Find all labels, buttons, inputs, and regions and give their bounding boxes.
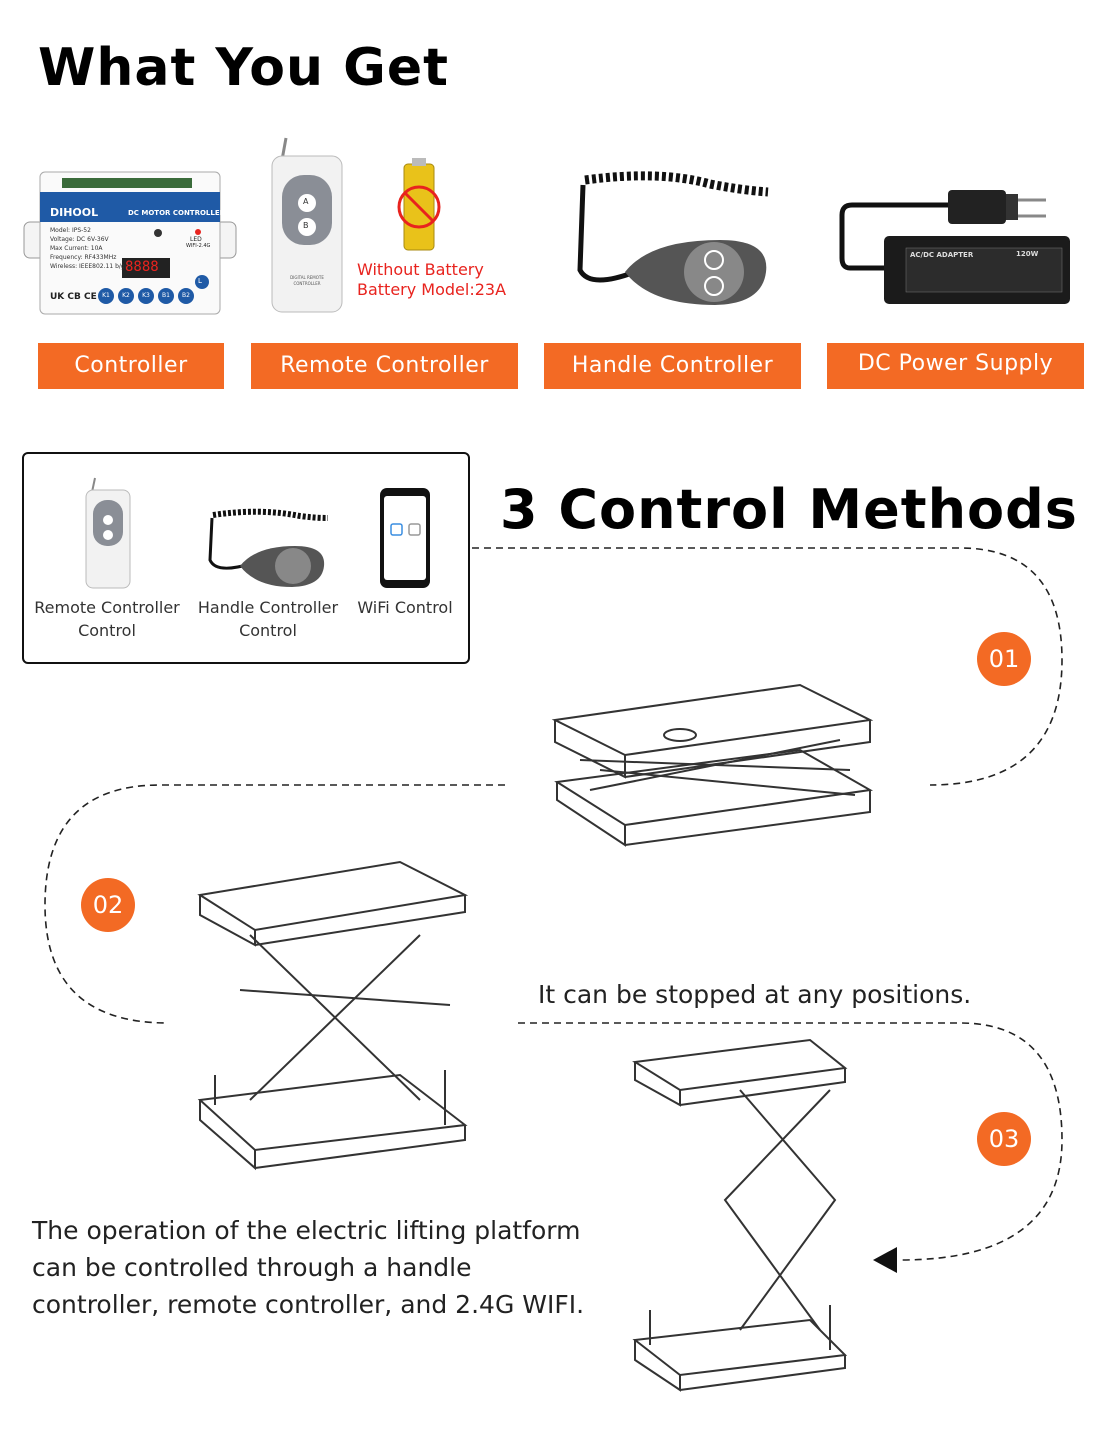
label-remote-controller: Remote Controller (251, 343, 518, 389)
cert-marks: UK CB CE (50, 292, 97, 302)
method-line: WiFi Control (357, 598, 453, 617)
method-handle-caption: Handle Controller Control (192, 596, 344, 642)
label-controller: Controller (38, 343, 224, 389)
platform-mid-image (197, 860, 469, 1171)
step-badge-03: 03 (977, 1112, 1031, 1166)
spec-line: Voltage: DC 6V-36V (50, 236, 109, 243)
flow-path (44, 547, 1063, 1261)
method-remote-caption: Remote Controller Control (28, 596, 186, 642)
method-wifi-caption: WiFi Control (350, 596, 460, 619)
method-line: Control (78, 621, 136, 640)
mini-handle-icon (208, 508, 329, 587)
key-l: L (198, 277, 202, 285)
key-k2: K2 (118, 288, 134, 304)
battery-model: Battery Model:23A (357, 280, 507, 299)
label-handle-controller: Handle Controller (544, 343, 801, 389)
key-k1: K1 (98, 288, 114, 304)
method-line: Handle Controller (197, 598, 339, 617)
control-methods-box (22, 452, 470, 664)
description-line: The operation of the electric lifting pl… (32, 1216, 581, 1245)
spec-line: Max Current: 10A (50, 245, 103, 252)
spec-line: Frequency: RF433MHz (50, 254, 117, 261)
power-supply-image (839, 190, 1070, 304)
stop-note: It can be stopped at any positions. (538, 980, 972, 1009)
description-paragraph: The operation of the electric lifting pl… (32, 1212, 592, 1323)
spec-line: Wireless: IEEE802.11 b/g/n (50, 263, 131, 270)
remote-button-b: B (303, 221, 309, 230)
controller-keys: K1 K2 K3 B1 B2 (98, 288, 194, 304)
controller-image (23, 171, 237, 315)
mini-remote-icon (85, 477, 131, 589)
adapter-watt: 120W (1016, 250, 1039, 258)
controller-brand: DIHOOL (50, 206, 99, 219)
method-line: Remote Controller (34, 598, 180, 617)
description-line: can be controlled through a handle (32, 1253, 472, 1282)
controller-specs: Model: IPS-52 Voltage: DC 6V-36V Max Cur… (50, 226, 131, 271)
spec-line: Model: IPS-52 (50, 227, 91, 234)
step-badge-01: 01 (977, 632, 1031, 686)
remote-brand-text: DIGITAL REMOTE CONTROLLER (290, 275, 324, 286)
remote-button-a: A (303, 197, 309, 206)
platform-collapsed-image (551, 683, 874, 847)
wifi-label: WIFI-2.4G (186, 243, 211, 249)
controller-panel-title: DC MOTOR CONTROLLER (128, 209, 226, 217)
method-line: Control (239, 621, 297, 640)
description-line: controller, remote controller, and 2.4G … (32, 1290, 585, 1319)
battery-note: Without Battery (357, 260, 484, 279)
section-heading: 3 Control Methods (500, 478, 1078, 541)
phone-icon (380, 488, 430, 588)
remote-image (271, 137, 343, 313)
handle-controller-image (577, 171, 769, 305)
platform-raised-image (632, 1038, 848, 1392)
key-b2: B2 (178, 288, 194, 304)
led-label: LED (190, 236, 202, 243)
adapter-title: AC/DC ADAPTER (910, 251, 974, 259)
step-badge-02: 02 (81, 878, 135, 932)
controller-display: 8888 (125, 259, 159, 275)
key-k3: K3 (138, 288, 154, 304)
label-dc-power-supply: DC Power Supply (827, 343, 1084, 389)
arrow-head-icon (873, 1247, 897, 1273)
key-b1: B1 (158, 288, 174, 304)
battery-image (397, 158, 441, 251)
page-title: What You Get (38, 38, 449, 98)
